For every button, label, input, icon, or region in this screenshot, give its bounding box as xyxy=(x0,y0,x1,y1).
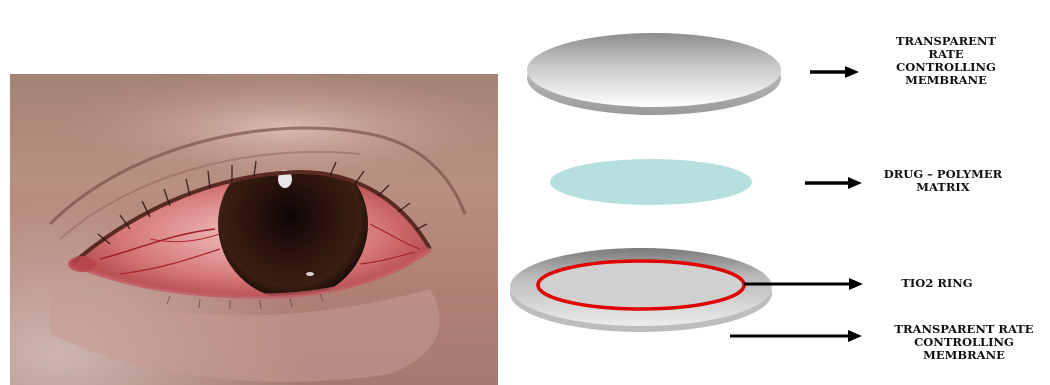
drug-matrix-disc xyxy=(550,159,752,205)
label-top-membrane: TRANSPARENT RATE CONTROLLING MEMBRANE xyxy=(886,35,1006,87)
label-bottom-membrane: TRANSPARENT RATE CONTROLLING MEMBRANE xyxy=(874,323,1050,362)
label-drug-matrix: DRUG – POLYMER MATRIX xyxy=(873,168,1013,194)
arrow-top-membrane xyxy=(810,66,859,78)
arrow-bottom-membrane xyxy=(730,330,862,342)
tio2-ring xyxy=(538,261,744,309)
arrow-drug-matrix xyxy=(805,177,862,189)
label-tio2-ring: TIO2 RING xyxy=(882,277,992,290)
bottom-membrane-disc xyxy=(510,248,772,332)
top-membrane-disc xyxy=(527,33,781,115)
